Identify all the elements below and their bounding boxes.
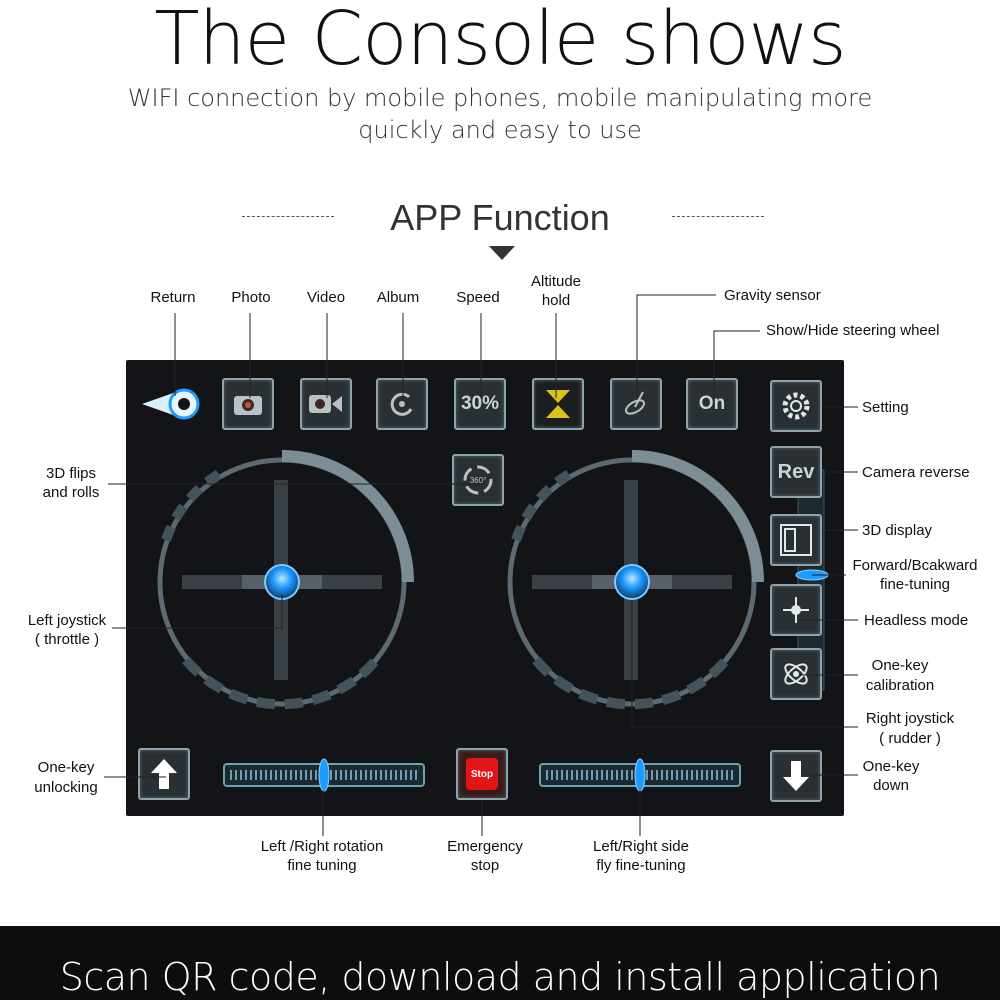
speed-button[interactable]: 30% [454, 378, 506, 430]
label-video: Video [306, 289, 346, 306]
label-altitude-1: Altitude [530, 273, 582, 290]
label-calibration-2: calibration [865, 677, 935, 694]
camera-reverse-button[interactable]: Rev [770, 446, 822, 498]
label-rotation-1: Left /Right rotation [260, 838, 384, 855]
arrow-down-icon [783, 761, 809, 791]
gravity-sensor-icon [624, 391, 646, 415]
label-speed: Speed [456, 289, 500, 306]
return-icon[interactable] [142, 388, 200, 420]
label-calibration-1: One-key [871, 657, 929, 674]
label-setting: Setting [862, 399, 909, 416]
console-panel: 30% On 360° Rev [126, 360, 844, 816]
3d-display-icon [780, 524, 812, 556]
joystick-graphics [142, 388, 829, 792]
album-icon [390, 392, 413, 416]
gravity-sensor-button[interactable] [610, 378, 662, 430]
divider-left [242, 216, 334, 217]
subtitle-line-2: quickly and easy to use [358, 116, 642, 144]
down-triangle-icon [489, 246, 515, 260]
3d-display-button[interactable] [770, 514, 822, 566]
rotation-trim-slider[interactable] [223, 758, 425, 792]
stop-label: Stop [470, 768, 494, 780]
label-rotation-2: fine tuning [287, 857, 357, 874]
section-title: APP Function [390, 197, 610, 238]
emergency-stop-button[interactable]: Stop [456, 748, 508, 800]
page-title: The Console shows [154, 0, 846, 82]
altitude-hold-icon [546, 390, 570, 418]
label-left-joystick-1: Left joystick [27, 612, 107, 629]
arrow-up-icon [151, 759, 177, 789]
label-left-joystick-2: ( throttle ) [34, 631, 100, 648]
label-stop-1: Emergency [447, 838, 523, 855]
headless-mode-icon [783, 597, 809, 623]
label-camera-reverse: Camera reverse [862, 464, 970, 481]
camera-icon [234, 396, 262, 415]
label-down-1: One-key [862, 758, 920, 775]
label-photo: Photo [231, 289, 271, 306]
label-side-2: fly fine-tuning [596, 857, 686, 874]
label-headless: Headless mode [864, 612, 969, 629]
label-unlock-2: unlocking [34, 779, 98, 796]
label-down-2: down [873, 777, 909, 794]
right-joystick[interactable] [507, 450, 764, 710]
label-flips-1: 3D flips [45, 465, 97, 482]
label-right-joystick-1: Right joystick [865, 710, 955, 727]
left-joystick[interactable] [157, 450, 414, 710]
label-steering: Show/Hide steering wheel [766, 322, 940, 339]
label-return: Return [150, 289, 196, 306]
unlock-button[interactable] [138, 748, 190, 800]
label-stop-2: stop [470, 857, 500, 874]
rev-label: Rev [777, 460, 815, 483]
photo-button[interactable] [222, 378, 274, 430]
label-gravity-sensor: Gravity sensor [724, 287, 821, 304]
flip-label: 360° [470, 476, 487, 485]
label-album: Album [376, 289, 420, 306]
side-trim-slider[interactable] [539, 758, 741, 792]
divider-right [672, 216, 764, 217]
label-forward-2: fine-tuning [879, 576, 951, 593]
stop-sign-icon: Stop [466, 758, 498, 790]
down-button[interactable] [770, 750, 822, 802]
flip-360-button[interactable]: 360° [452, 454, 504, 506]
label-flips-2: and rolls [42, 484, 100, 501]
gear-icon [782, 392, 810, 420]
video-button[interactable] [300, 378, 352, 430]
headless-mode-button[interactable] [770, 584, 822, 636]
label-forward-1: Forward/Bcakward [852, 557, 978, 574]
label-unlock-1: One-key [37, 759, 95, 776]
altitude-hold-button[interactable] [532, 378, 584, 430]
calibration-icon [784, 663, 808, 685]
speed-value: 30% [460, 393, 500, 414]
calibration-button[interactable] [770, 648, 822, 700]
footer-bar [0, 926, 1000, 1000]
label-side-1: Left/Right side [593, 838, 689, 855]
video-camera-icon [309, 395, 342, 413]
subtitle-line-1: WIFI connection by mobile phones, mobile… [127, 84, 873, 112]
label-3d-display: 3D display [862, 522, 933, 539]
footer-text: Scan QR code, download and install appli… [59, 955, 941, 999]
label-right-joystick-2: ( rudder ) [879, 730, 941, 747]
steering-toggle-button[interactable]: On [686, 378, 738, 430]
setting-button[interactable] [770, 380, 822, 432]
album-button[interactable] [376, 378, 428, 430]
label-altitude-2: hold [541, 292, 571, 309]
steering-toggle-value: On [698, 393, 726, 414]
flip-360-icon: 360° [463, 465, 493, 495]
